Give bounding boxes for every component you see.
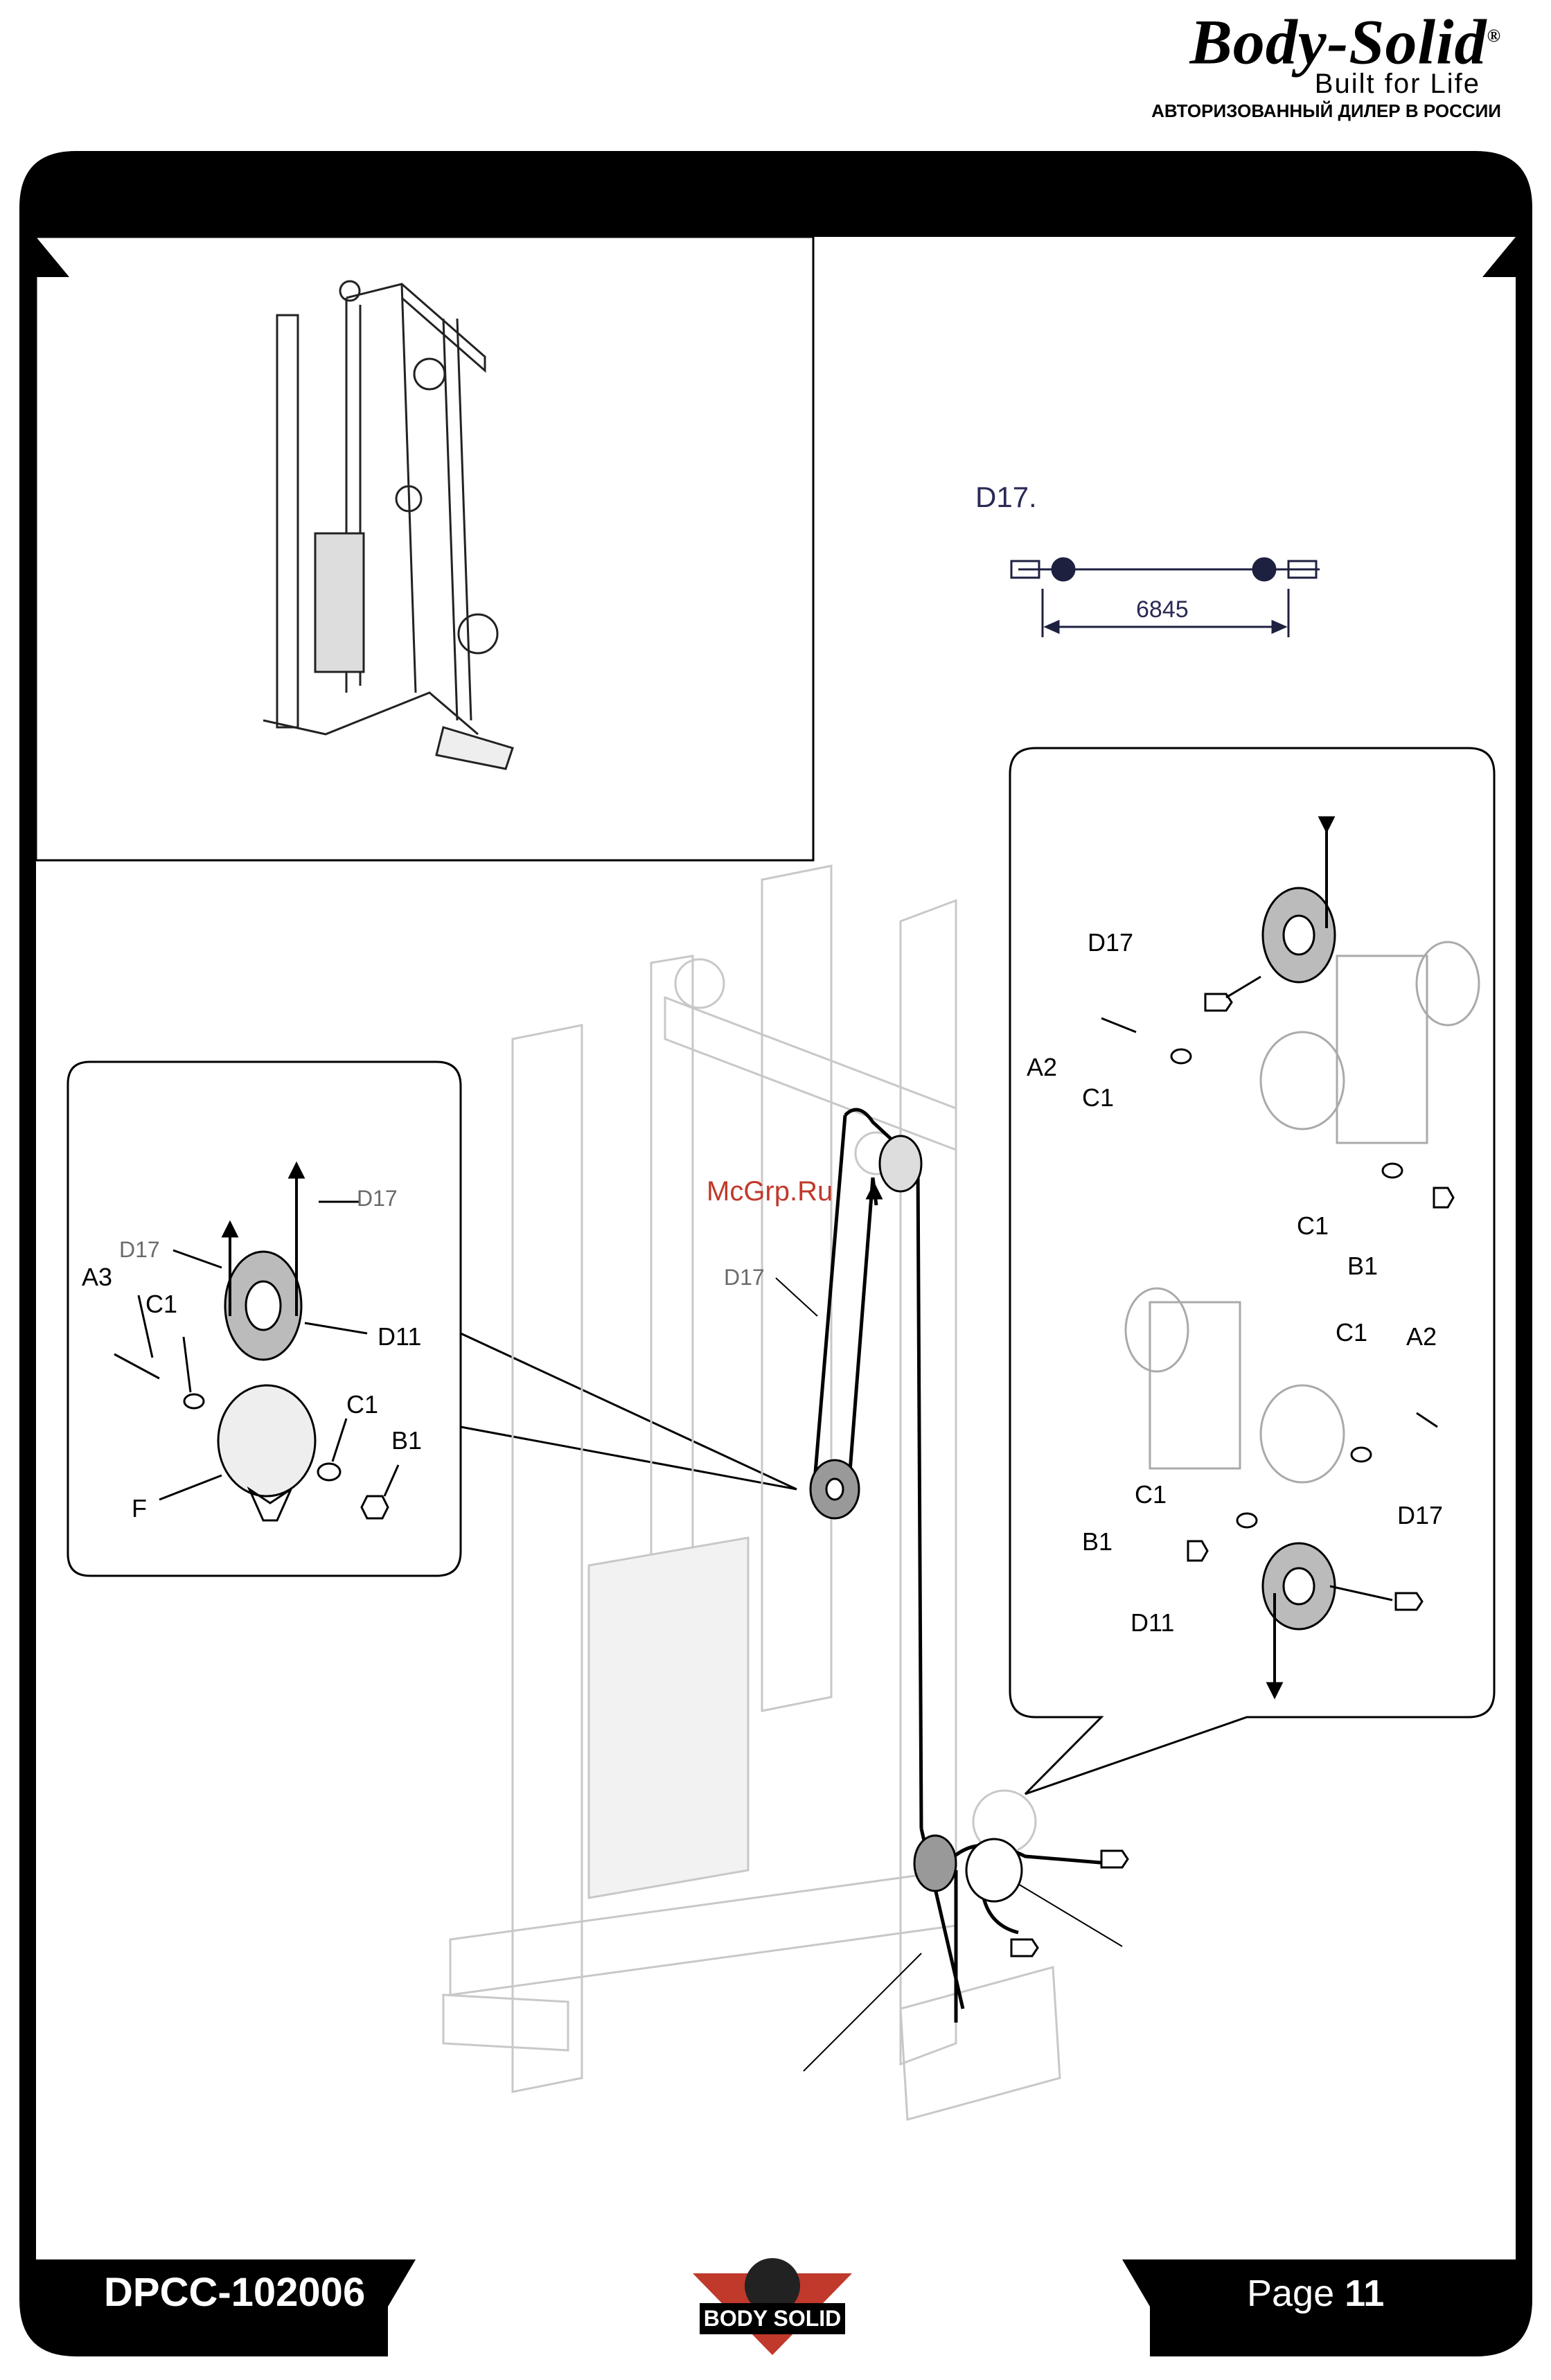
- left-label-c1-a: C1: [145, 1292, 177, 1317]
- right-label-b1-b: B1: [1082, 1529, 1113, 1554]
- left-label-f: F: [132, 1496, 147, 1521]
- main-machine: [443, 866, 1060, 2120]
- footer-logo-text: BODY SOLID: [704, 2306, 842, 2331]
- right-label-c1-b: C1: [1297, 1214, 1329, 1238]
- page-label: Page: [1247, 2273, 1334, 2314]
- right-label-d17-a: D17: [1088, 930, 1133, 955]
- page-number: 11: [1345, 2273, 1384, 2314]
- cable-part-label: D17.: [975, 485, 1037, 510]
- left-label-d17-b: D17: [119, 1237, 160, 1262]
- right-label-a2-a: A2: [1027, 1055, 1057, 1080]
- left-label-d17-a: D17: [357, 1186, 398, 1211]
- right-label-d17-b: D17: [1397, 1503, 1443, 1528]
- left-label-d11: D11: [378, 1324, 421, 1349]
- right-label-a2-b: A2: [1406, 1324, 1437, 1349]
- center-label-d17: D17: [724, 1265, 765, 1290]
- right-label-b1-a: B1: [1347, 1254, 1378, 1279]
- right-label-c1-c: C1: [1336, 1320, 1367, 1345]
- overview-box: [36, 237, 813, 860]
- overview-machine: [263, 281, 513, 769]
- left-label-a3: A3: [82, 1265, 112, 1290]
- cable-length-label: 6845: [1136, 597, 1189, 622]
- right-callout-box: [1010, 748, 1494, 1794]
- left-label-c1-b: C1: [346, 1392, 378, 1417]
- left-callout-pointer: [461, 1333, 797, 1489]
- right-label-c1-a: C1: [1082, 1085, 1114, 1110]
- doc-code: DPCC-102006: [104, 2272, 365, 2314]
- watermark-text: McGrp.Ru: [707, 1178, 833, 1205]
- right-label-c1-d: C1: [1135, 1482, 1167, 1507]
- left-label-b1: B1: [391, 1428, 422, 1453]
- right-label-d11: D11: [1131, 1610, 1174, 1635]
- page-indicator: Page 11: [1247, 2273, 1384, 2314]
